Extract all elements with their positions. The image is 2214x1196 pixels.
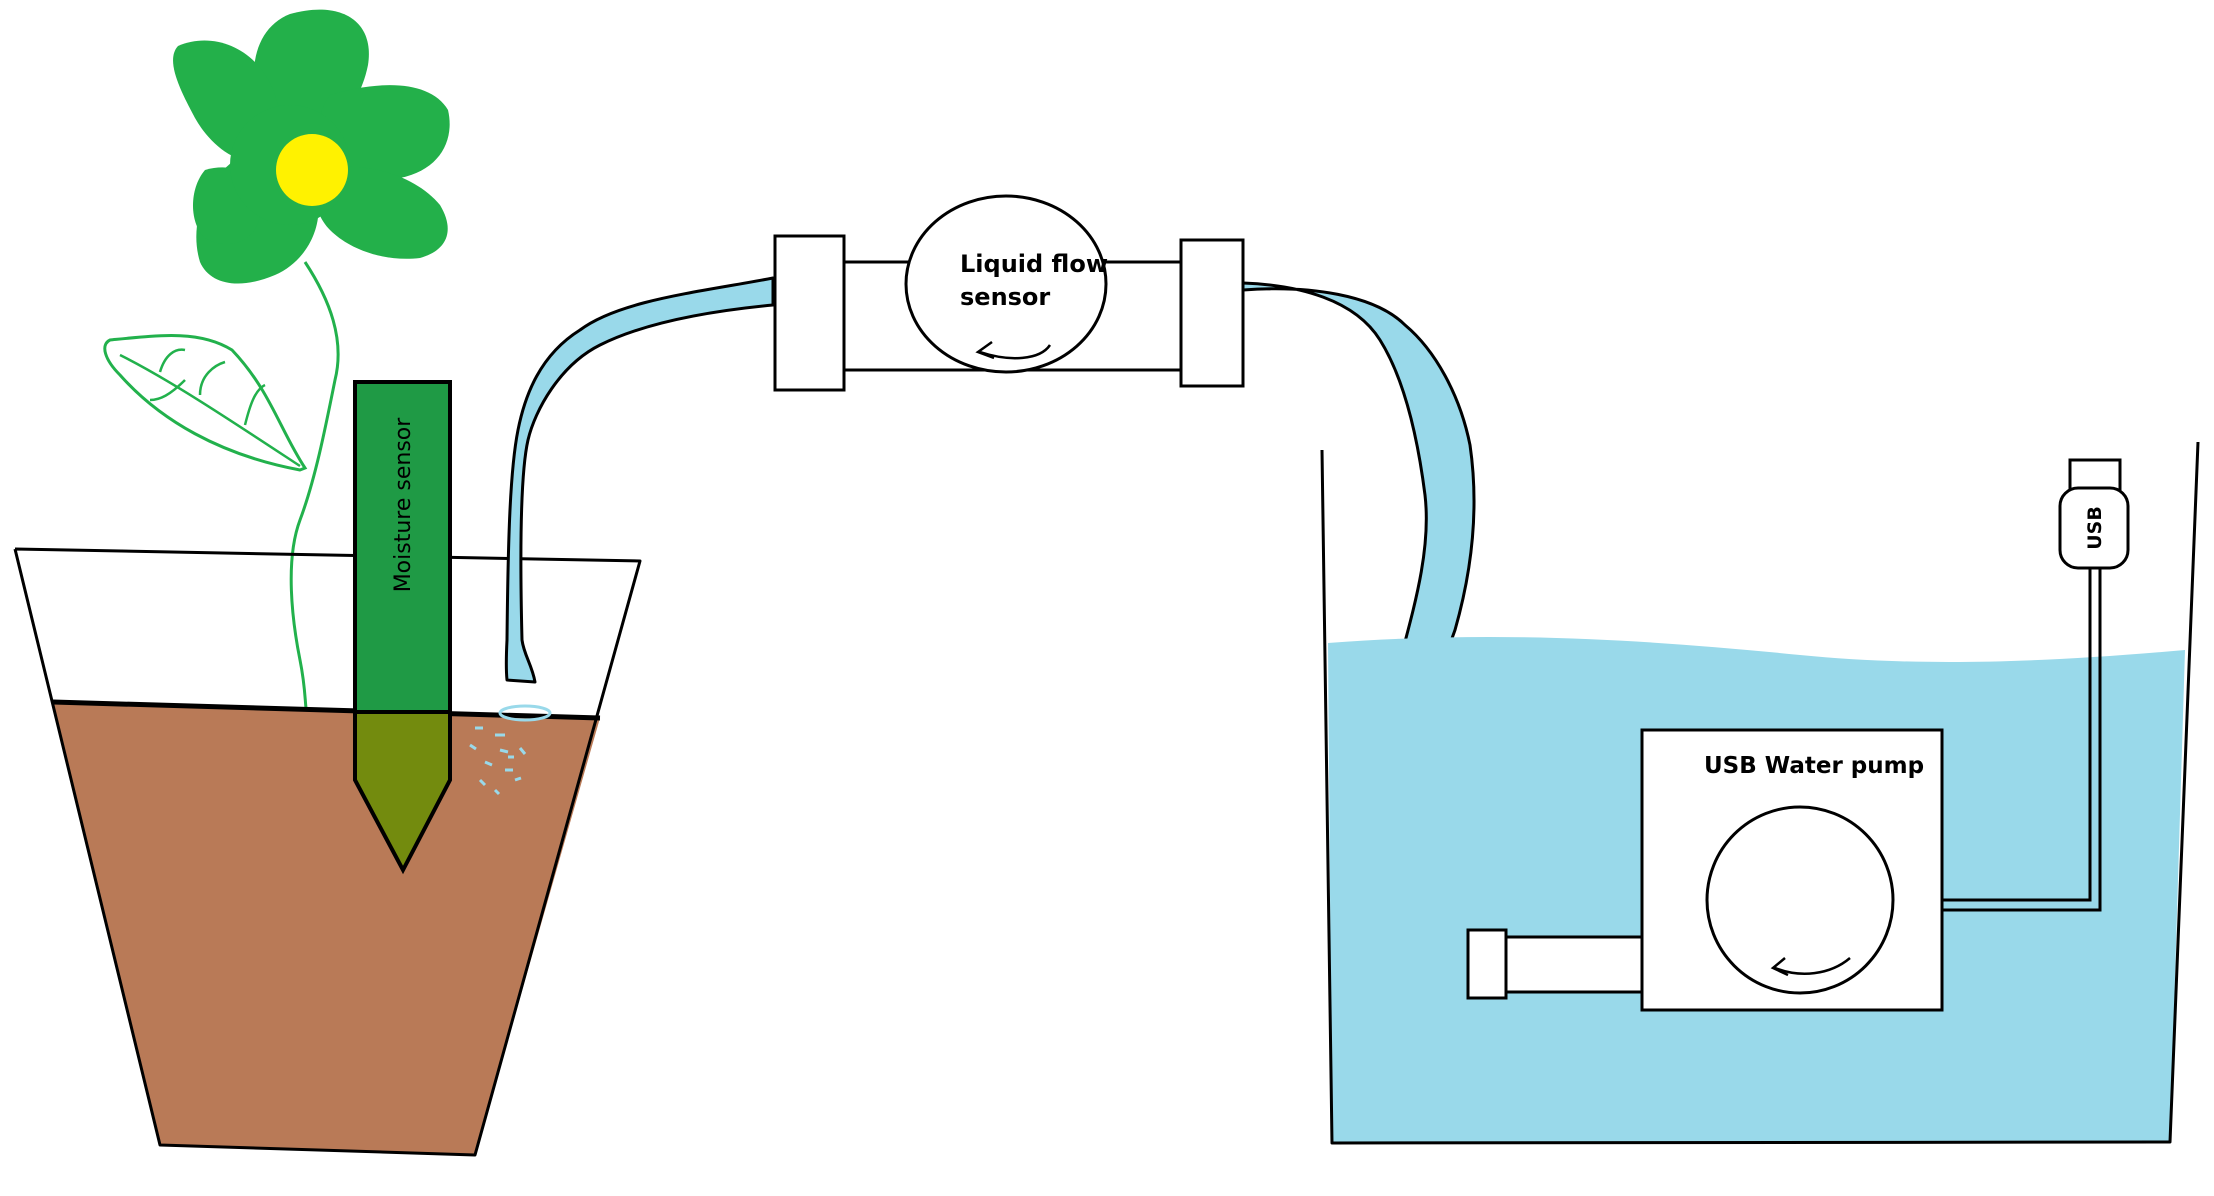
plant-pot (13, 547, 642, 1157)
plant (103, 9, 450, 709)
flow-sensor-label-line1: Liquid flow (960, 250, 1108, 278)
counterclockwise-arrow-icon (975, 340, 1052, 360)
plant-leaf (103, 334, 308, 472)
usb-plug-body (2058, 486, 2130, 570)
liquid-flow-sensor[interactable]: Liquid flow sensor (773, 194, 1245, 392)
flow-sensor-left-fitting (773, 234, 846, 392)
plant-stem (289, 261, 340, 709)
pump-label: USB Water pump (1704, 753, 1924, 779)
usb-cable[interactable]: USB (1942, 458, 2130, 912)
usb-plug-label: USB (2084, 506, 2106, 550)
flow-sensor-dial (904, 194, 1108, 374)
pump-outlet-fitting (1466, 928, 1508, 1000)
pump-impeller (1705, 805, 1895, 995)
counterclockwise-arrow-icon (1770, 957, 1851, 977)
soil (53, 702, 600, 1155)
flower-center (276, 134, 348, 206)
hose-to-pot (504, 276, 775, 684)
water-droplets (469, 704, 552, 796)
usb-water-pump[interactable]: USB Water pump (1466, 728, 1944, 1012)
moisture-sensor-tip (353, 710, 452, 875)
usb-connector-tip (2068, 458, 2122, 492)
usb-cable-wire (1942, 565, 2102, 912)
moisture-sensor-label: Moisture sensor (391, 417, 416, 593)
soil-line (52, 699, 601, 721)
tank-outline (1320, 441, 2200, 1145)
plant-leaf-vein (119, 348, 301, 468)
flow-sensor-right-fitting (1179, 238, 1245, 388)
pump-outlet-pipe (1501, 935, 1645, 994)
flow-sensor-label-line2: sensor (960, 283, 1050, 311)
moisture-sensor[interactable]: Moisture sensor (353, 380, 452, 875)
